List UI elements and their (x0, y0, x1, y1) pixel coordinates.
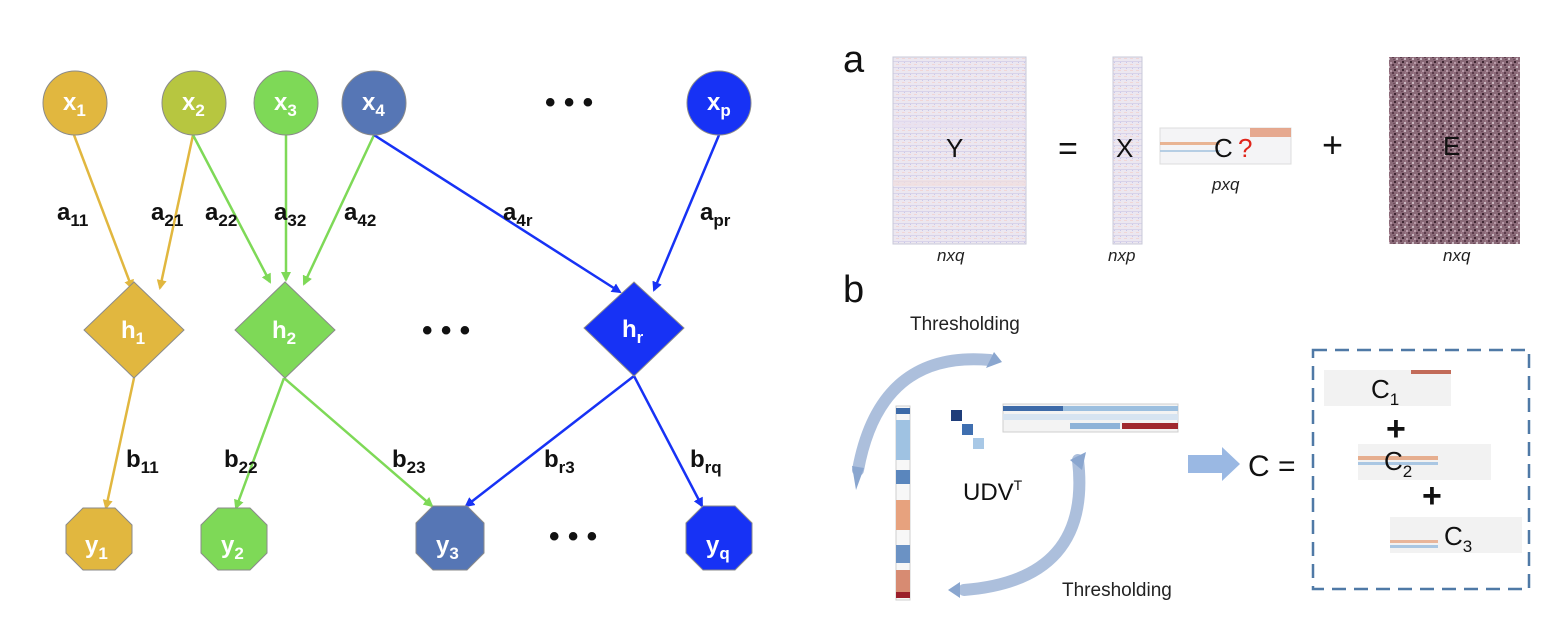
plus-2: + (1422, 477, 1442, 515)
dim-x: nxp (1108, 246, 1135, 265)
node-y1: y1 (65, 507, 133, 571)
edge-x2-h1 (156, 134, 195, 290)
label-a11: a11 (57, 199, 88, 230)
node-yq: yq (685, 505, 753, 571)
svg-text:Y: Y (946, 133, 963, 163)
svg-text:xp: xp (707, 89, 731, 120)
edge-labels: a11 a21 a22 a32 a42 a4r apr b11 b22 b23 … (57, 199, 731, 477)
node-y2: y2 (200, 507, 268, 571)
svg-text:y2: y2 (221, 532, 244, 563)
edge-x2-h2 (191, 134, 272, 284)
svg-text:X: X (1116, 133, 1133, 163)
matrix-u (895, 405, 911, 601)
thresholding-bottom: Thresholding (1062, 580, 1172, 601)
hidden-nodes: h1 h2 hr (83, 281, 685, 379)
ellipsis-outputs: • • • (549, 520, 597, 553)
label-b23: b23 (392, 446, 426, 477)
right-arrow (1188, 447, 1240, 481)
edges (72, 133, 721, 510)
network-diagram: x1 x2 x3 x4 xp h1 (42, 70, 753, 571)
panel-b: b Thresholding Thresholding (843, 269, 1531, 601)
ellipsis-hidden: • • • (422, 314, 470, 347)
svg-text:y1: y1 (85, 532, 108, 563)
edge-hr-y3 (464, 375, 635, 508)
label-b11: b11 (126, 446, 159, 477)
thresholding-top: Thresholding (910, 314, 1020, 335)
label-a32: a32 (274, 199, 306, 230)
edge-h2-y3 (283, 377, 434, 508)
svg-text:C2: C2 (1384, 446, 1412, 481)
svg-text:E: E (1443, 131, 1460, 161)
node-x3: x3 (253, 70, 319, 136)
label-br3: br3 (544, 446, 575, 477)
svg-text:yq: yq (706, 532, 730, 563)
edge-x4-hr (373, 133, 622, 294)
label-a22: a22 (205, 199, 237, 230)
node-h1: h1 (83, 281, 185, 379)
svg-text:C1: C1 (1371, 374, 1399, 409)
input-nodes: x1 x2 x3 x4 xp (42, 70, 752, 136)
matrix-c: C ? (1159, 127, 1292, 165)
plus-1: + (1386, 410, 1406, 448)
plus-sign-a: + (1322, 124, 1343, 165)
components-box (1311, 348, 1531, 591)
matrix-d (951, 410, 984, 449)
svg-text:C: C (1214, 133, 1233, 163)
node-hr: hr (583, 281, 685, 377)
label-brq: brq (690, 446, 722, 477)
ellipsis-inputs: • • • (545, 86, 593, 119)
component-c1: C1 (1324, 370, 1451, 409)
svg-text:C3: C3 (1444, 521, 1472, 556)
label-a21: a21 (151, 199, 183, 230)
svg-text:x3: x3 (274, 89, 297, 120)
node-h2: h2 (234, 281, 336, 379)
edge-xp-hr (652, 134, 721, 292)
component-c3: C3 (1390, 517, 1522, 556)
svg-text:x2: x2 (182, 89, 205, 120)
equals-sign: = (1058, 130, 1078, 168)
question-mark: ? (1238, 133, 1252, 163)
matrix-x: X (1112, 56, 1143, 245)
dim-y: nxq (937, 246, 965, 265)
dim-e: nxq (1443, 246, 1471, 265)
svg-text:y3: y3 (436, 532, 459, 563)
node-x4: x4 (341, 70, 407, 136)
dim-c: pxq (1211, 175, 1240, 194)
udv-label: UDVT (963, 477, 1023, 506)
label-a42: a42 (344, 199, 376, 230)
node-xp: xp (686, 70, 752, 136)
edge-hr-yq (632, 375, 704, 508)
edge-h1-y1 (102, 377, 136, 510)
edge-x4-h2 (302, 134, 376, 286)
panel-b-letter: b (843, 269, 864, 311)
node-x2: x2 (161, 70, 227, 136)
svg-text:x4: x4 (362, 89, 385, 120)
edge-x1-h1 (72, 134, 134, 290)
label-apr: apr (700, 199, 731, 230)
node-y3: y3 (415, 505, 485, 571)
matrix-vt (1002, 403, 1179, 433)
cycle-arrows (852, 352, 1086, 598)
svg-text:x1: x1 (63, 89, 86, 120)
matrix-y: Y (892, 56, 1027, 245)
label-b22: b22 (224, 446, 258, 477)
matrix-e: E (1389, 57, 1520, 244)
edge-h2-y2 (234, 377, 286, 510)
component-c2: C2 (1358, 444, 1491, 481)
svg-text:hr: hr (622, 316, 644, 347)
panel-a: a Y nxq = X nxp C ? pxq + E nxq (843, 39, 1520, 265)
panel-a-letter: a (843, 39, 865, 81)
output-nodes: y1 y2 y3 yq (65, 505, 753, 571)
c-equals-label: C = (1248, 450, 1296, 483)
label-a4r: a4r (503, 199, 533, 230)
node-x1: x1 (42, 70, 108, 136)
svg-text:h1: h1 (121, 317, 145, 348)
svg-text:h2: h2 (272, 317, 296, 348)
